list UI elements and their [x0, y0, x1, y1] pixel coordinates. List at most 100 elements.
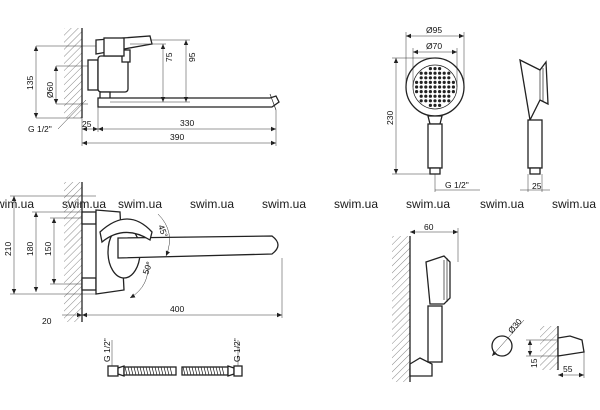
angle-50: 50°: [140, 260, 154, 276]
hose-coil: [166, 366, 170, 376]
nozzle-dot: [415, 80, 419, 84]
hose-coil: [218, 366, 222, 376]
nozzle-dot: [447, 90, 451, 94]
nozzle-dot: [424, 90, 428, 94]
watermark-text: swim.ua: [0, 197, 34, 211]
hose-coil: [200, 366, 204, 376]
hose-coil: [148, 366, 152, 376]
hose-coil: [197, 366, 201, 376]
nozzle-dot: [433, 99, 437, 103]
nozzle-dot: [438, 99, 442, 103]
dim-390: 390: [170, 132, 184, 142]
nozzle-dot: [433, 67, 437, 71]
shower-head-side: [519, 58, 549, 123]
nozzle-dot: [447, 71, 451, 75]
dim-95-dia: Ø95: [426, 25, 442, 35]
hose-coil: [151, 366, 155, 376]
thread-label-shower: G 1/2": [445, 180, 469, 190]
dim-180: 180: [25, 242, 35, 256]
watermark-row: swim.ua swim.ua swim.ua swim.ua swim.ua swim.…: [0, 197, 596, 211]
nozzle-dot: [428, 80, 432, 84]
watermark-text: swim.ua: [552, 197, 596, 211]
hose-coil: [160, 366, 164, 376]
hose-coil: [194, 366, 198, 376]
nozzle-dot: [447, 85, 451, 89]
nozzle-dot: [438, 85, 442, 89]
nozzle-dot: [433, 90, 437, 94]
nozzle-dot: [428, 76, 432, 80]
nozzle-dot: [433, 85, 437, 89]
hose-coil: [145, 366, 149, 376]
angle-45: 45°: [156, 223, 170, 239]
dim-55: 55: [563, 364, 573, 374]
dim-15: 15: [529, 358, 539, 368]
hose-coil: [215, 366, 219, 376]
dim-60: 60: [424, 222, 434, 232]
dim-25-side: 25: [532, 181, 542, 191]
nozzle-dot: [428, 94, 432, 98]
dim-25: 25: [82, 119, 92, 129]
thread-label-hose-right: G 1/2": [232, 338, 242, 362]
dim-30-dia: Ø30: [506, 316, 524, 335]
shower-in-holder: [427, 305, 443, 363]
nozzle-dot: [438, 80, 442, 84]
nozzle-dot: [428, 99, 432, 103]
nozzle-dot: [451, 90, 455, 94]
spout: [97, 95, 280, 108]
hose-coil: [127, 366, 131, 376]
nozzle-dot: [424, 76, 428, 80]
hose-coil: [182, 366, 186, 376]
watermark-text: swim.ua: [480, 197, 524, 211]
nozzle-dot: [447, 99, 451, 103]
nozzle-dot: [424, 71, 428, 75]
watermark-text: swim.ua: [334, 197, 378, 211]
dim-400: 400: [170, 304, 184, 314]
hose-coil: [133, 366, 137, 376]
nozzle-dot: [442, 85, 446, 89]
lever-front: [99, 218, 153, 244]
nozzle-dot: [415, 85, 419, 89]
spout-front: [117, 235, 279, 259]
nozzle-dot: [419, 99, 423, 103]
hose-coil: [203, 366, 207, 376]
nozzle-dot: [438, 94, 442, 98]
nozzle-dot: [442, 80, 446, 84]
nozzle-dot: [424, 80, 428, 84]
holder-detail: Ø30 15 55: [491, 316, 585, 378]
dim-330: 330: [180, 118, 194, 128]
watermark-text: swim.ua: [190, 197, 234, 211]
mixer-front-view: 45° 50° 210 180 150 20 400: [3, 182, 283, 326]
nozzle-dot: [442, 94, 446, 98]
shower-handle: [427, 123, 443, 169]
holder-bracket: [409, 357, 433, 377]
dim-230: 230: [385, 111, 395, 125]
thread-label-hose-left: G 1/2": [102, 338, 112, 362]
hose-coil: [206, 366, 210, 376]
nozzle-dot: [419, 76, 423, 80]
nozzle-dot: [438, 67, 442, 71]
hose-coil: [185, 366, 189, 376]
nozzle-dot: [428, 85, 432, 89]
hand-shower-side-view: 25: [519, 58, 550, 192]
wall-hatch-front: [64, 182, 82, 322]
shower-hose: G 1/2" G 1/2": [102, 338, 243, 377]
nozzle-dot: [438, 71, 442, 75]
dim-210: 210: [3, 242, 13, 256]
watermark-text: swim.ua: [118, 197, 162, 211]
nozzle-dot: [419, 80, 423, 84]
holder-circle: [491, 335, 513, 357]
holder-side: [557, 335, 585, 357]
nozzle-dot: [442, 90, 446, 94]
hose-coil: [142, 366, 146, 376]
nozzle-dot: [424, 85, 428, 89]
nozzle-dot: [442, 99, 446, 103]
hose-coil: [124, 366, 128, 376]
hose-coil: [191, 366, 195, 376]
nozzle-dot: [447, 76, 451, 80]
hose-coil: [130, 366, 134, 376]
nozzle-dot: [428, 71, 432, 75]
nozzle-dot: [433, 71, 437, 75]
nozzle-dot: [438, 103, 442, 107]
nozzle-dot: [433, 76, 437, 80]
nozzle-dot: [438, 90, 442, 94]
